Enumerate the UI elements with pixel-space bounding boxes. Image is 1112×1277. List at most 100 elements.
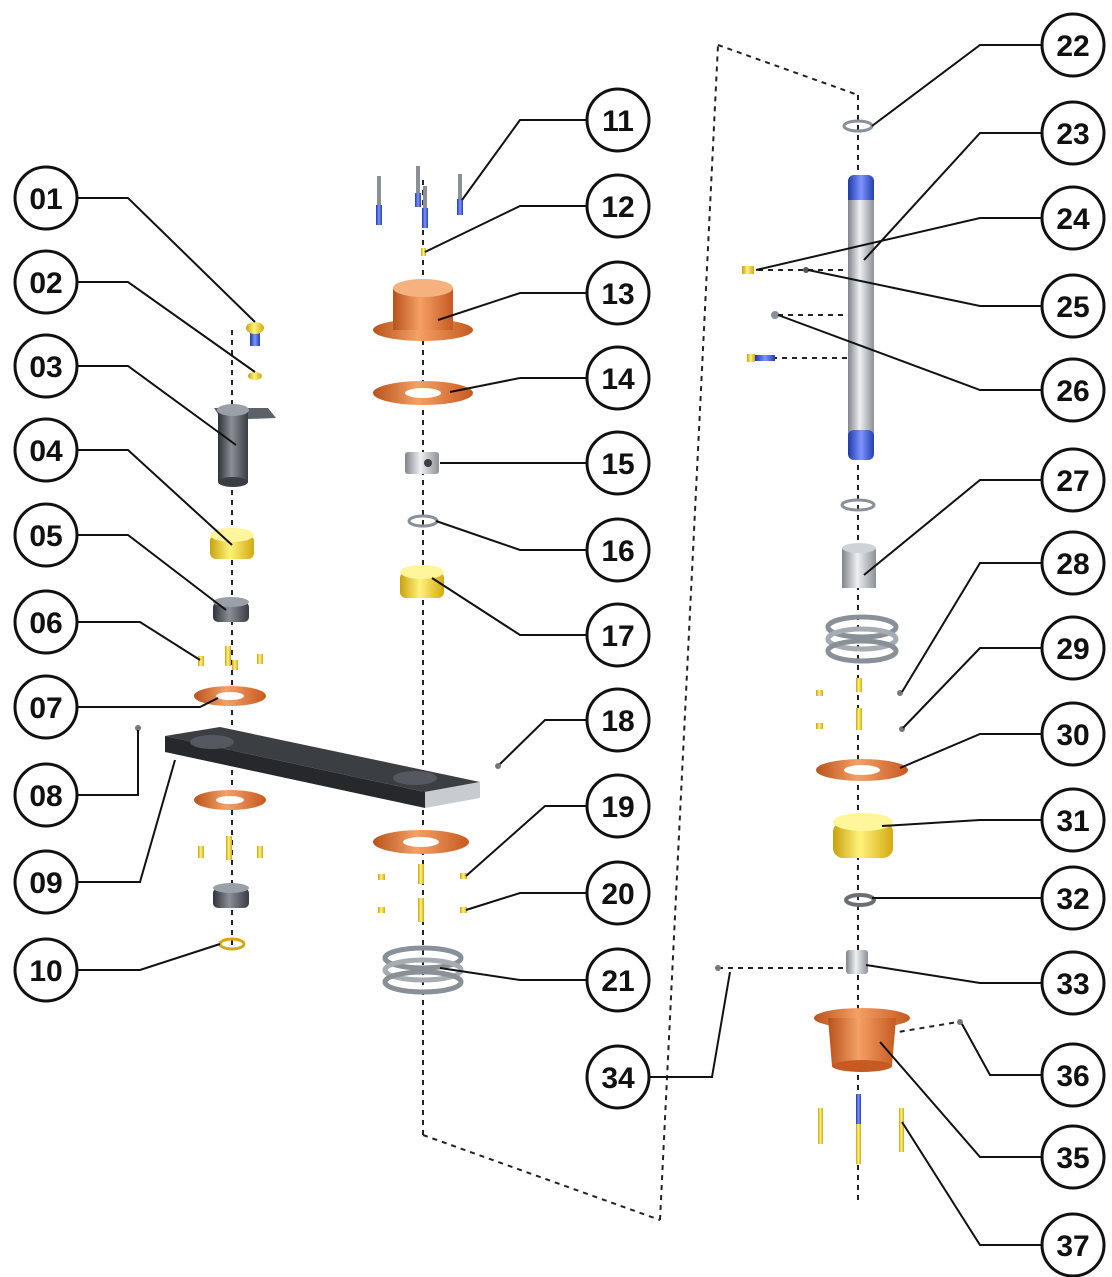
callout-14: 14 bbox=[585, 345, 651, 411]
svg-text:09: 09 bbox=[29, 867, 62, 900]
part-09b-copper-washer bbox=[194, 790, 266, 810]
svg-text:32: 32 bbox=[1056, 883, 1089, 916]
svg-text:12: 12 bbox=[601, 191, 634, 224]
callout-22: 22 bbox=[1040, 12, 1106, 78]
part-37-bolts bbox=[818, 1094, 904, 1164]
svg-text:35: 35 bbox=[1056, 1142, 1089, 1175]
callout-11: 11 bbox=[585, 87, 651, 153]
callout-08: 08 bbox=[13, 762, 79, 828]
part-03-lever-pin bbox=[214, 404, 276, 487]
callout-15: 15 bbox=[585, 430, 651, 496]
svg-text:26: 26 bbox=[1056, 375, 1089, 408]
part-09-base-plate bbox=[165, 727, 480, 808]
part-09c-small-screws bbox=[198, 836, 263, 860]
part-26-pins bbox=[747, 311, 779, 362]
part-34-pin bbox=[715, 965, 721, 971]
callout-09: 09 bbox=[13, 849, 79, 915]
callout-19: 19 bbox=[585, 773, 651, 839]
part-19-copper-washer bbox=[373, 830, 469, 854]
part-32-ring bbox=[844, 893, 876, 907]
callout-33: 33 bbox=[1040, 950, 1106, 1016]
callout-13: 13 bbox=[585, 260, 651, 326]
part-13-copper-housing bbox=[373, 279, 473, 341]
svg-text:36: 36 bbox=[1056, 1060, 1089, 1093]
part-08-set-screw bbox=[135, 725, 141, 731]
svg-text:34: 34 bbox=[601, 1062, 635, 1095]
callout-34: 34 bbox=[585, 1044, 651, 1110]
svg-text:30: 30 bbox=[1056, 719, 1089, 752]
part-18-set-screw bbox=[495, 763, 501, 769]
part-07-copper-washer bbox=[194, 686, 266, 706]
svg-text:04: 04 bbox=[29, 435, 63, 468]
part-30-copper-washer bbox=[816, 759, 908, 781]
svg-text:06: 06 bbox=[29, 607, 62, 640]
part-28-29-small-screws bbox=[816, 678, 905, 732]
callout-01: 01 bbox=[13, 165, 79, 231]
callout-04: 04 bbox=[13, 417, 79, 483]
callout-26: 26 bbox=[1040, 357, 1106, 423]
svg-text:17: 17 bbox=[601, 620, 634, 653]
leader-lines bbox=[78, 44, 1042, 1246]
part-06-small-screws bbox=[198, 646, 263, 670]
callout-20: 20 bbox=[585, 860, 651, 926]
callout-36: 36 bbox=[1040, 1042, 1106, 1108]
svg-text:02: 02 bbox=[29, 267, 62, 300]
svg-text:33: 33 bbox=[1056, 968, 1089, 1001]
svg-text:05: 05 bbox=[29, 520, 62, 553]
callout-10: 10 bbox=[13, 937, 79, 1003]
part-24-small-screw bbox=[742, 266, 809, 274]
svg-text:20: 20 bbox=[601, 878, 634, 911]
svg-text:22: 22 bbox=[1056, 30, 1089, 63]
svg-text:24: 24 bbox=[1056, 203, 1090, 236]
svg-text:14: 14 bbox=[601, 363, 635, 396]
part-11-bolts bbox=[376, 166, 463, 228]
svg-text:23: 23 bbox=[1056, 118, 1089, 151]
svg-text:37: 37 bbox=[1056, 1230, 1089, 1263]
callout-25: 25 bbox=[1040, 273, 1106, 339]
callout-37: 37 bbox=[1040, 1212, 1106, 1277]
svg-text:08: 08 bbox=[29, 780, 62, 813]
callout-17: 17 bbox=[585, 602, 651, 668]
svg-text:15: 15 bbox=[601, 448, 634, 481]
callout-29: 29 bbox=[1040, 615, 1106, 681]
svg-text:16: 16 bbox=[601, 535, 634, 568]
svg-text:31: 31 bbox=[1056, 805, 1089, 838]
svg-text:18: 18 bbox=[601, 705, 634, 738]
svg-text:27: 27 bbox=[1056, 465, 1089, 498]
callout-23: 23 bbox=[1040, 100, 1106, 166]
svg-text:29: 29 bbox=[1056, 633, 1089, 666]
svg-text:21: 21 bbox=[601, 965, 634, 998]
part-27b-spring bbox=[825, 614, 899, 664]
svg-text:28: 28 bbox=[1056, 548, 1089, 581]
callout-03: 03 bbox=[13, 333, 79, 399]
callout-02: 02 bbox=[13, 249, 79, 315]
part-35-copper-cup bbox=[814, 1008, 910, 1072]
part-02-washer bbox=[248, 372, 262, 380]
part-12-small-pin bbox=[421, 248, 426, 256]
svg-text:13: 13 bbox=[601, 278, 634, 311]
svg-text:11: 11 bbox=[602, 105, 634, 138]
part-14-copper-washer bbox=[373, 381, 473, 405]
callout-32: 32 bbox=[1040, 865, 1106, 931]
part-15-steel-nut bbox=[405, 452, 439, 474]
callout-16: 16 bbox=[585, 517, 651, 583]
callout-12: 12 bbox=[585, 173, 651, 239]
callout-06: 06 bbox=[13, 589, 79, 655]
callout-31: 31 bbox=[1040, 787, 1106, 853]
svg-text:25: 25 bbox=[1056, 291, 1089, 324]
callout-18: 18 bbox=[585, 687, 651, 753]
part-09d-dark-bushing bbox=[213, 883, 249, 908]
callouts: 01 02 03 04 05 06 07 08 09 10 11 12 13 1… bbox=[13, 12, 1106, 1277]
callout-30: 30 bbox=[1040, 701, 1106, 767]
part-04-brass-cap bbox=[210, 528, 254, 559]
svg-text:19: 19 bbox=[601, 791, 634, 824]
callout-24: 24 bbox=[1040, 185, 1106, 251]
part-27-ring-and-sleeve bbox=[840, 498, 876, 588]
callout-21: 21 bbox=[585, 947, 651, 1013]
svg-text:07: 07 bbox=[29, 692, 62, 725]
svg-text:03: 03 bbox=[29, 351, 62, 384]
part-05-dark-bushing bbox=[213, 597, 249, 622]
svg-text:10: 10 bbox=[29, 955, 62, 988]
callout-07: 07 bbox=[13, 674, 79, 740]
